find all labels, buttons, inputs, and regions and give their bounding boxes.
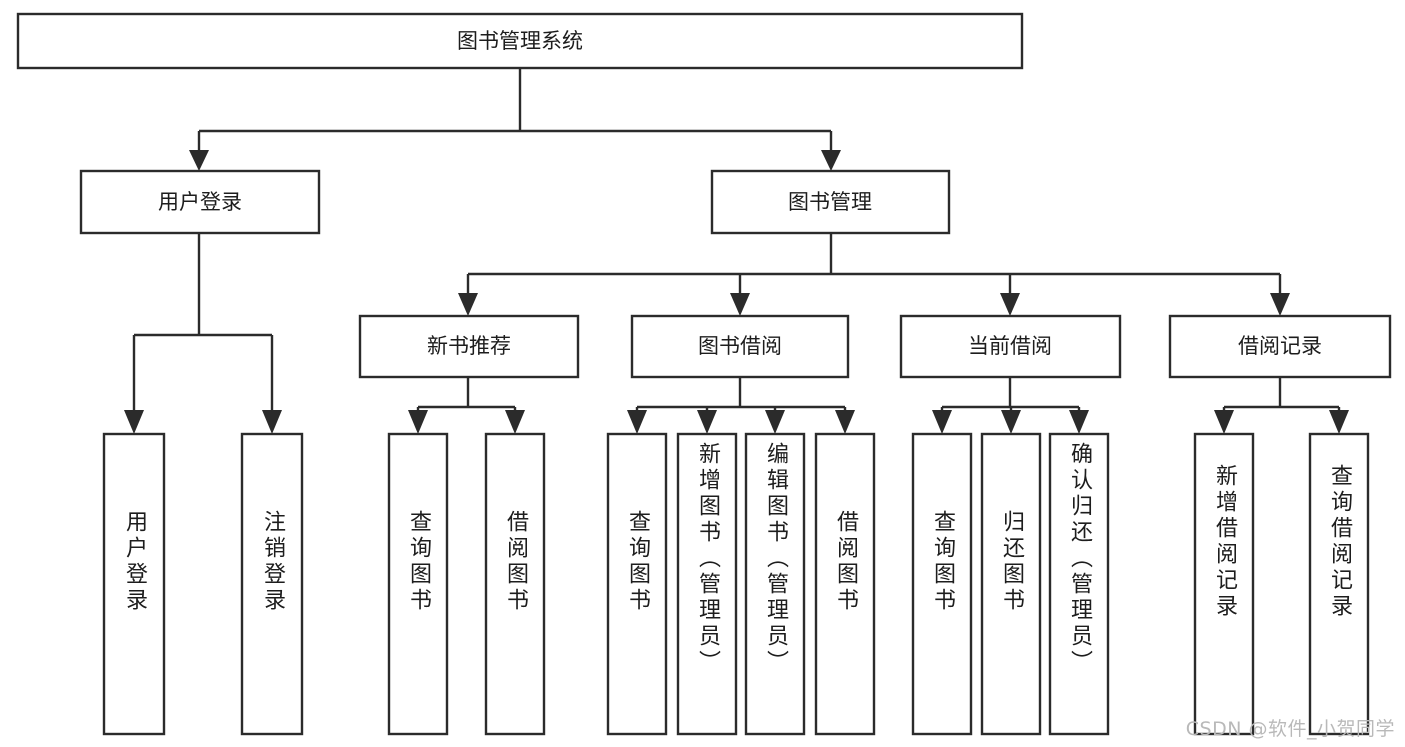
node-box-root-system[interactable] — [16, 12, 1024, 70]
arrow-head-leaf-query-book-1 — [408, 410, 428, 434]
leaf-boxes — [102, 432, 1370, 736]
connector-group-current-borrow-to-leaves — [932, 377, 1089, 434]
arrow-head-leaf-query-book-2 — [627, 410, 647, 434]
arrow-head-borrow-record — [1270, 293, 1290, 316]
node-box-borrow-record[interactable] — [1168, 314, 1392, 379]
arrow-head-leaf-return-book — [1001, 410, 1021, 434]
node-label-borrow-record: 借阅记录 — [1238, 334, 1322, 358]
node-label-current-borrow: 当前借阅 — [968, 334, 1052, 358]
node-label-user-login: 用户登录 — [158, 190, 242, 214]
node-box-leaf-borrow-book-1[interactable] — [484, 432, 546, 736]
node-box-leaf-edit-book[interactable] — [744, 432, 806, 736]
connector-group-root-to-level2 — [189, 68, 841, 171]
node-book-borrow[interactable]: 图书借阅 — [630, 314, 850, 379]
node-box-book-management[interactable] — [710, 169, 951, 235]
arrow-head-leaf-user-login — [124, 410, 144, 434]
arrow-head-current-borrow — [1000, 293, 1020, 316]
arrow-head-leaf-borrow-book-1 — [505, 410, 525, 434]
arrow-head-book-borrow — [730, 293, 750, 316]
node-box-new-book-recommend[interactable] — [358, 314, 580, 379]
node-label-book-management: 图书管理 — [788, 190, 872, 214]
arrow-head-leaf-logout — [262, 410, 282, 434]
node-box-leaf-logout[interactable] — [240, 432, 304, 736]
arrow-head-leaf-add-book — [697, 410, 717, 434]
connector-group-book-borrow-to-leaves — [627, 377, 855, 434]
connector-group-user-login-to-leaves — [124, 233, 282, 434]
node-box-leaf-confirm-return[interactable] — [1048, 432, 1110, 736]
node-label-new-book-recommend: 新书推荐 — [427, 334, 511, 358]
node-box-current-borrow[interactable] — [899, 314, 1122, 379]
node-box-leaf-borrow-book-2[interactable] — [814, 432, 876, 736]
node-root-system[interactable]: 图书管理系统 — [16, 12, 1024, 70]
node-box-leaf-return-book[interactable] — [980, 432, 1042, 736]
arrow-head-user-login — [189, 150, 209, 171]
node-borrow-record[interactable]: 借阅记录 — [1168, 314, 1392, 379]
node-box-leaf-query-book-3[interactable] — [911, 432, 973, 736]
arrow-head-leaf-confirm-return — [1069, 410, 1089, 434]
node-box-leaf-query-book-2[interactable] — [606, 432, 668, 736]
node-box-user-login[interactable] — [79, 169, 321, 235]
csdn-watermark: CSDN @软件_小贺同学 — [1185, 718, 1395, 740]
node-new-book-recommend[interactable]: 新书推荐 — [358, 314, 580, 379]
node-box-leaf-user-login[interactable] — [102, 432, 166, 736]
node-label-book-borrow: 图书借阅 — [698, 334, 782, 358]
arrow-head-leaf-query-book-3 — [932, 410, 952, 434]
node-book-management[interactable]: 图书管理 — [710, 169, 951, 235]
connector-group-borrow-record-to-leaves — [1214, 377, 1349, 434]
node-current-borrow[interactable]: 当前借阅 — [899, 314, 1122, 379]
node-box-leaf-query-record[interactable] — [1308, 432, 1370, 736]
node-box-leaf-query-book-1[interactable] — [387, 432, 449, 736]
arrow-head-leaf-query-record — [1329, 410, 1349, 434]
node-label-root-system: 图书管理系统 — [457, 29, 583, 53]
node-user-login[interactable]: 用户登录 — [79, 169, 321, 235]
arrow-head-leaf-add-record — [1214, 410, 1234, 434]
arrow-head-leaf-edit-book — [765, 410, 785, 434]
node-box-leaf-add-record[interactable] — [1193, 432, 1255, 736]
node-box-leaf-add-book[interactable] — [676, 432, 738, 736]
arrow-head-leaf-borrow-book-2 — [835, 410, 855, 434]
arrow-head-book-mgmt — [821, 150, 841, 171]
connector-group-book-mgmt-to-level3 — [458, 233, 1290, 316]
node-box-book-borrow[interactable] — [630, 314, 850, 379]
arrow-head-new-book-rec — [458, 293, 478, 316]
connector-group-new-book-rec-to-leaves — [408, 377, 525, 434]
